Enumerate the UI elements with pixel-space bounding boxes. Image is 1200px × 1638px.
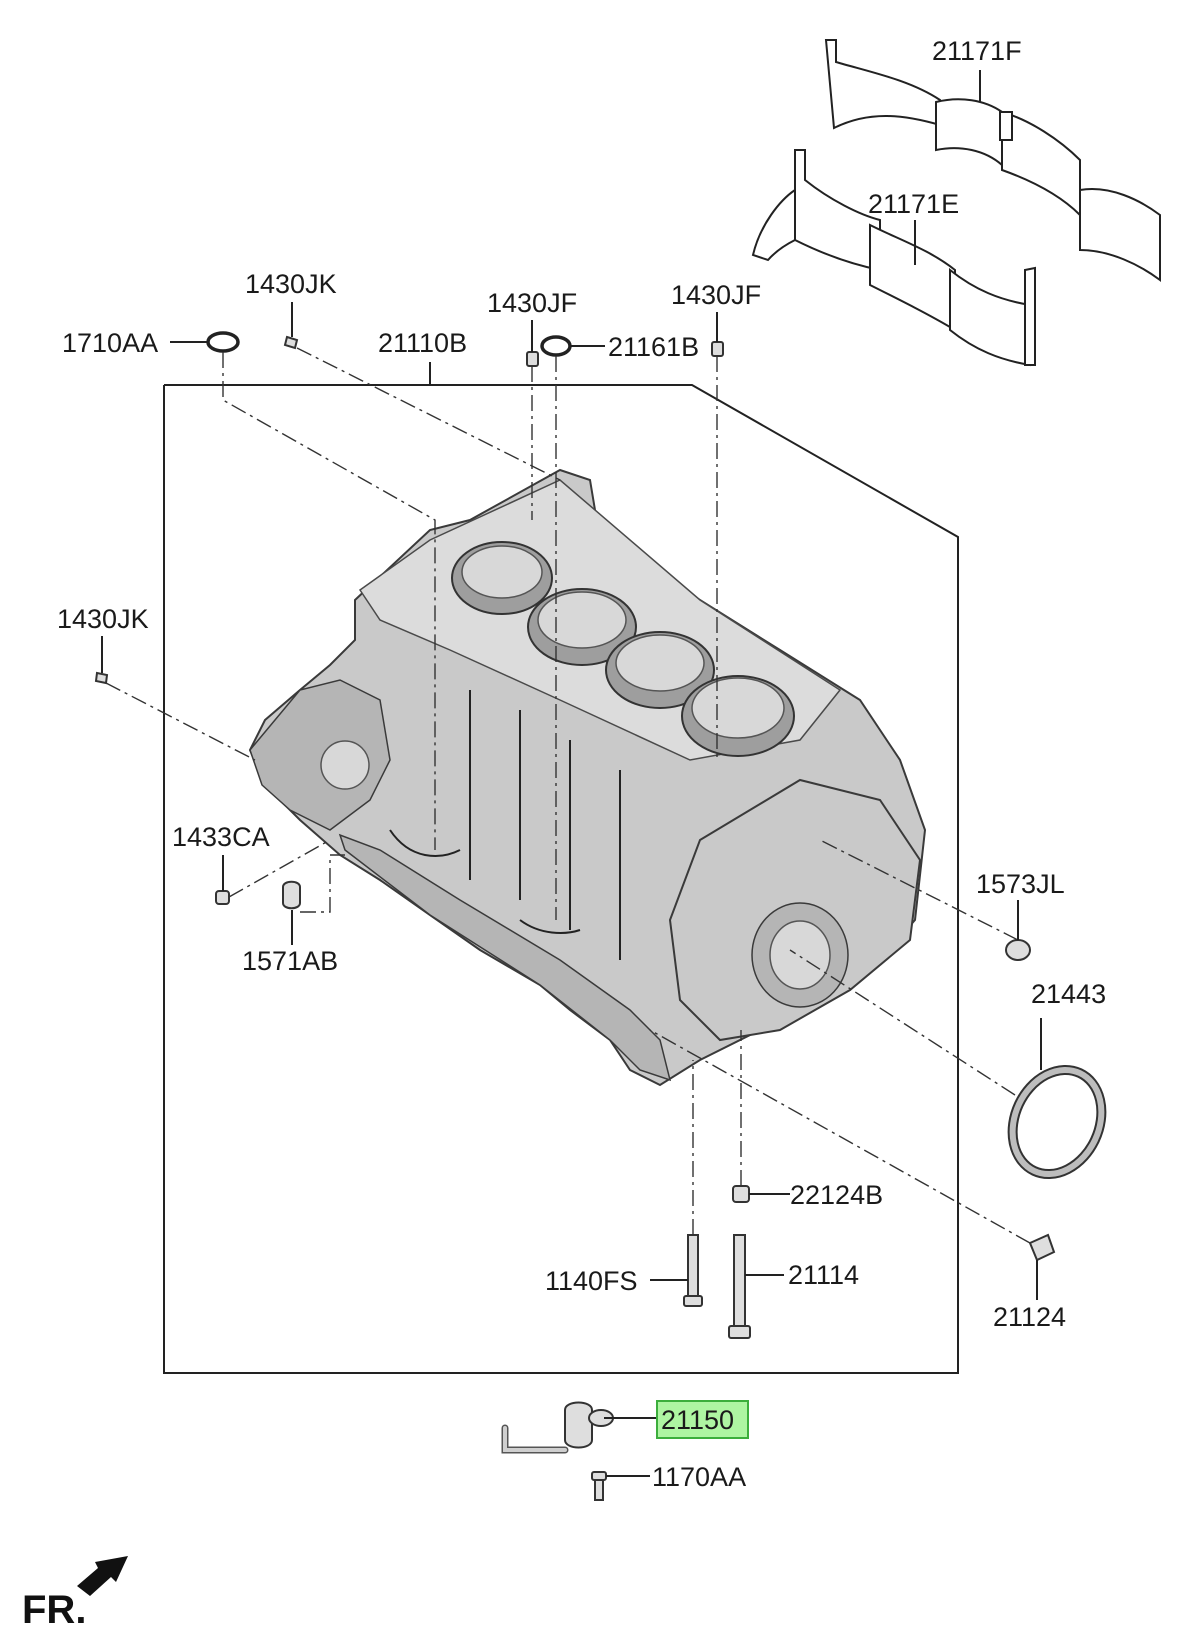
label-1430jf-right[interactable]: 1430JF	[671, 280, 761, 310]
label-1571ab[interactable]: 1571AB	[242, 946, 338, 976]
plug-1573jl	[1005, 939, 1031, 961]
leader-lines	[101, 70, 1042, 1477]
front-direction-marker: FR.	[22, 1556, 128, 1632]
label-21161b[interactable]: 21161B	[608, 332, 699, 362]
label-1710aa[interactable]: 1710AA	[62, 328, 158, 358]
label-21114[interactable]: 21114	[788, 1260, 859, 1290]
label-21171f[interactable]: 21171F	[932, 36, 1022, 66]
label-1430jk-top[interactable]: 1430JK	[245, 269, 337, 299]
small-parts	[94, 331, 1107, 1501]
front-label: FR.	[22, 1588, 86, 1632]
label-21171e[interactable]: 21171E	[868, 189, 959, 219]
assembly-frame	[163, 384, 959, 1374]
label-22124b[interactable]: 22124B	[790, 1180, 883, 1210]
label-21150[interactable]: 21150	[661, 1405, 734, 1435]
label-1430jk-side[interactable]: 1430JK	[57, 604, 149, 634]
label-1170aa[interactable]: 1170AA	[652, 1462, 746, 1492]
oil-jet-bolt-1170aa	[591, 1471, 607, 1501]
dowel-21124	[1028, 1233, 1056, 1262]
oring-21161b	[540, 335, 572, 357]
pin-1430jk-top	[283, 335, 299, 350]
part-labels: 21171F 21171E 1430JK 1430JF 1430JF 1710A…	[57, 36, 1106, 1492]
label-21110b[interactable]: 21110B	[378, 328, 467, 358]
sleeve-22124b	[732, 1185, 750, 1203]
left-end-bore	[320, 740, 370, 790]
label-1140fs[interactable]: 1140FS	[545, 1266, 638, 1296]
label-1573jl[interactable]: 1573JL	[976, 869, 1065, 899]
front-arrow-icon	[77, 1556, 128, 1596]
oring-1710aa	[206, 331, 240, 353]
label-1430jf-mid[interactable]: 1430JF	[487, 288, 577, 318]
pin-1430jf-mid	[526, 351, 539, 367]
bolt-21114	[733, 1234, 746, 1328]
label-21124[interactable]: 21124	[993, 1302, 1066, 1332]
label-21443[interactable]: 21443	[1031, 979, 1106, 1009]
plug-1433ca	[215, 890, 230, 905]
pin-1430jk-side	[94, 671, 109, 685]
highlight-box-21150	[656, 1400, 749, 1439]
label-1433ca[interactable]: 1433CA	[172, 822, 270, 852]
pin-1430jf-right	[711, 341, 724, 357]
cup-plug-1571ab	[282, 880, 301, 910]
bolt-1140fs	[687, 1234, 699, 1298]
oil-jet-21150	[501, 1401, 614, 1454]
cylinder-block-illustration	[248, 468, 927, 1087]
reference-lines	[105, 347, 1031, 1244]
bearing-shells-illustration	[751, 39, 1161, 367]
